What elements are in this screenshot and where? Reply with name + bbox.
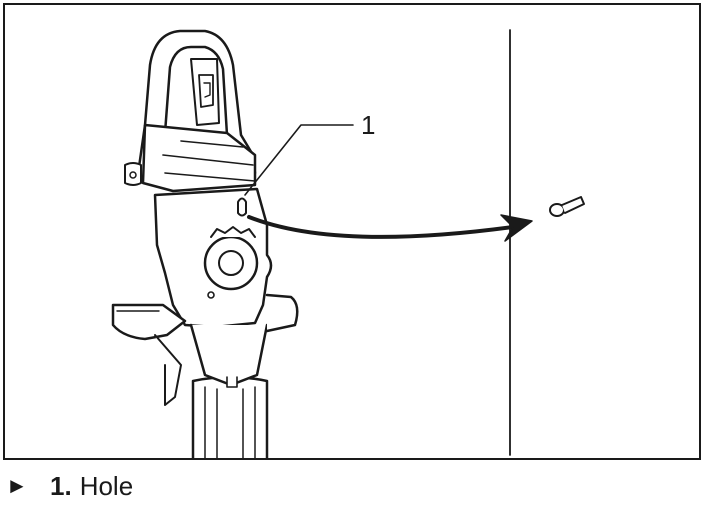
direction-arrow-icon — [247, 215, 515, 239]
legend-marker-icon: ► — [6, 473, 28, 498]
legend-label: Hole — [79, 470, 134, 501]
callout-number-1: 1 — [361, 110, 375, 140]
legend-number: 1. — [50, 470, 72, 501]
screw-icon — [549, 196, 585, 217]
tool-illustration: 1 — [111, 29, 585, 458]
callout-leader-line — [244, 124, 354, 196]
illustration-frame: 1 — [3, 3, 701, 460]
hole-icon — [237, 197, 247, 217]
shaft-pipe — [191, 375, 269, 458]
arrow-head-icon — [500, 214, 533, 242]
tool-body-icon — [111, 29, 299, 406]
legend: ► 1. Hole — [6, 470, 133, 502]
